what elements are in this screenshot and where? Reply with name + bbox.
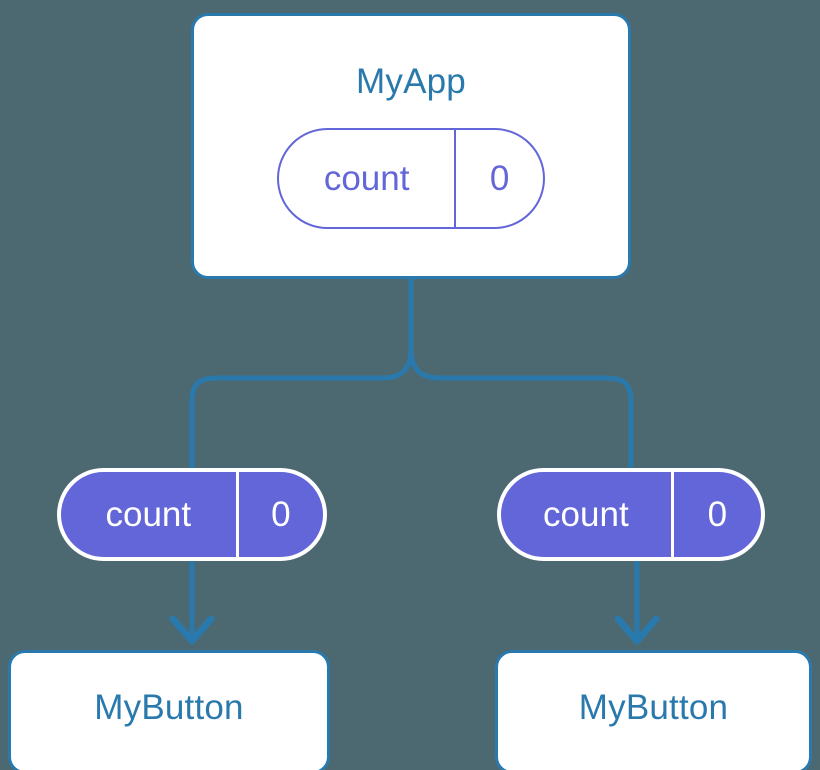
component-name-myapp: MyApp [356,62,466,101]
right-prop-arrow-head [614,615,660,645]
prop-pill-key-right: count [543,495,629,534]
prop-pill-value-left: 0 [235,472,323,557]
prop-pill-count-left[interactable]: count 0 [57,468,327,561]
component-box-mybutton-right[interactable]: MyButton [495,650,812,770]
component-box-mybutton-left[interactable]: MyButton [8,650,330,770]
component-name-mybutton-right: MyButton [578,687,729,727]
left-prop-arrow-head [169,615,215,645]
state-pill-value: 0 [454,130,543,227]
component-name-mybutton-left: MyButton [94,687,244,727]
fork-left-connector [189,347,414,471]
prop-pill-value-right: 0 [670,472,761,557]
prop-pill-key-left: count [105,495,192,534]
fork-right-connector [408,347,634,471]
prop-pill-count-right[interactable]: count 0 [497,468,765,561]
state-pill-key: count [323,159,410,198]
state-pill-count[interactable]: count 0 [277,128,545,229]
